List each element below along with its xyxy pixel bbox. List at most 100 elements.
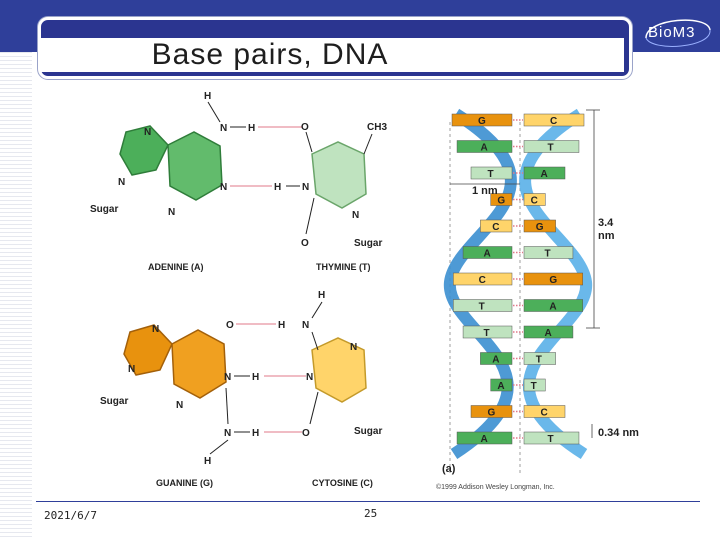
base-left bbox=[480, 219, 513, 233]
guanine-five-ring bbox=[123, 324, 173, 376]
base-right bbox=[523, 299, 583, 312]
base-letter: A bbox=[481, 434, 488, 445]
logo-text: BioM3 bbox=[648, 24, 696, 41]
logo-icon bbox=[645, 19, 711, 47]
base-left bbox=[490, 193, 513, 206]
adenine-label: ADENINE (A) bbox=[148, 262, 204, 272]
base-letter: C bbox=[540, 408, 547, 419]
base-letter: T bbox=[547, 143, 553, 154]
atom-o: O bbox=[226, 320, 234, 331]
pitch-value: 3.4 bbox=[598, 217, 614, 229]
base-letter: G bbox=[497, 196, 505, 207]
thymine-ring bbox=[311, 141, 367, 209]
base-letter: A bbox=[549, 302, 556, 313]
bond-line bbox=[311, 301, 323, 319]
bond-line bbox=[207, 101, 221, 123]
atom-n: N bbox=[128, 364, 135, 375]
atom-h: H bbox=[318, 290, 325, 301]
atom-o: O bbox=[301, 238, 309, 249]
base-letter: A bbox=[484, 249, 491, 260]
bond-line bbox=[309, 391, 319, 425]
title-background bbox=[40, 38, 624, 72]
atom-h: H bbox=[204, 91, 211, 102]
atom-n: N bbox=[350, 342, 357, 353]
atom-o: O bbox=[301, 122, 309, 133]
base-left bbox=[451, 113, 513, 127]
base-letter: T bbox=[488, 169, 494, 180]
bond-line bbox=[311, 331, 319, 351]
base-letter: G bbox=[478, 116, 486, 127]
sugar-label: Sugar bbox=[100, 396, 128, 407]
base-left bbox=[462, 325, 513, 339]
base-right bbox=[523, 246, 574, 259]
base-letter: T bbox=[531, 381, 537, 392]
base-letter: T bbox=[544, 249, 550, 260]
atom-n: N bbox=[302, 320, 309, 331]
base-left bbox=[456, 140, 513, 153]
atom-n: N bbox=[302, 182, 309, 193]
atom-h: H bbox=[248, 123, 255, 134]
base-right bbox=[523, 219, 556, 233]
bond-line bbox=[209, 439, 229, 455]
base-left bbox=[470, 405, 513, 418]
atom-n: N bbox=[118, 177, 125, 188]
footer-line bbox=[36, 501, 700, 502]
base-letter: A bbox=[481, 143, 488, 154]
atom-n: N bbox=[168, 207, 175, 218]
base-left bbox=[462, 246, 513, 259]
base-letter: A bbox=[497, 381, 504, 392]
atom-n: N bbox=[224, 372, 231, 383]
adenine-structure bbox=[119, 125, 223, 201]
bond-line bbox=[305, 131, 313, 153]
base-letter: A bbox=[540, 169, 547, 180]
bond-line bbox=[305, 197, 315, 235]
atom-h: H bbox=[252, 372, 259, 383]
bond-line bbox=[363, 133, 373, 155]
slide-date: 2021/6/7 bbox=[44, 509, 97, 522]
atom-h: H bbox=[278, 320, 285, 331]
sugar-label: Sugar bbox=[354, 238, 382, 249]
base-letter: A bbox=[544, 328, 551, 339]
base-letter: G bbox=[549, 275, 557, 286]
adenine-six-ring bbox=[167, 131, 223, 201]
atom-n: N bbox=[144, 127, 151, 138]
base-letter: C bbox=[479, 275, 486, 286]
base-left bbox=[470, 166, 513, 180]
base-letter: T bbox=[547, 434, 553, 445]
base-left bbox=[480, 352, 513, 365]
base-letter: G bbox=[488, 408, 496, 419]
base-letter: G bbox=[536, 222, 544, 233]
base-right bbox=[523, 113, 585, 127]
atom-n: N bbox=[152, 324, 159, 335]
base-left bbox=[453, 299, 513, 312]
atom-n: N bbox=[306, 372, 313, 383]
copyright-text: ©1999 Addison Wesley Longman, Inc. bbox=[436, 483, 555, 491]
page-number: 25 bbox=[364, 507, 378, 520]
cytosine-label: CYTOSINE (C) bbox=[312, 478, 373, 488]
base-right bbox=[523, 352, 556, 365]
slide-title: Base pairs, DNA bbox=[151, 38, 389, 71]
base-right bbox=[523, 140, 580, 153]
base-right bbox=[523, 325, 574, 339]
base-letter: C bbox=[492, 222, 499, 233]
base-letter: A bbox=[492, 355, 499, 366]
base-letter: T bbox=[484, 328, 490, 339]
sugar-label: Sugar bbox=[354, 426, 382, 437]
atom-h: H bbox=[252, 428, 259, 439]
base-letter: C bbox=[531, 196, 538, 207]
thymine-label: THYMINE (T) bbox=[316, 262, 371, 272]
base-left bbox=[456, 431, 513, 445]
